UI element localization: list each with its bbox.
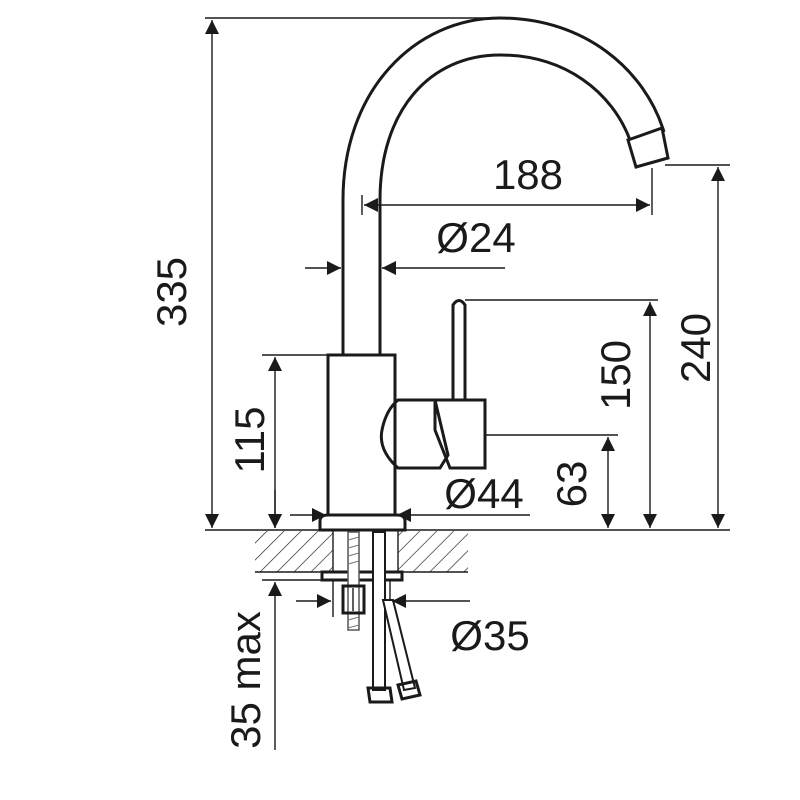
dim-mount-hole-diameter: Ø35 — [450, 612, 529, 659]
dim-base-diameter: Ø44 — [444, 470, 523, 517]
threaded-rod — [347, 531, 360, 631]
hose-1 — [372, 531, 386, 691]
mounting-hardware — [320, 531, 422, 704]
countertop-section — [255, 531, 468, 573]
dim-handle-axis-height: 63 — [548, 461, 595, 508]
base-flange — [318, 513, 407, 532]
hose-2 — [381, 599, 417, 692]
dim-total-height: 335 — [148, 257, 195, 327]
dim-body-height: 115 — [226, 407, 273, 474]
dim-spout-diameter: Ø24 — [436, 214, 515, 261]
nut — [341, 584, 366, 615]
dim-max-counter-thickness: 35 max — [222, 611, 269, 749]
spout-nozzle — [626, 126, 670, 169]
extension-lines — [205, 17, 730, 581]
dim-spout-height: 240 — [672, 313, 719, 383]
spout — [341, 16, 670, 355]
handle-block — [433, 398, 487, 470]
dim-handle-height: 150 — [592, 340, 639, 410]
dimension-lines — [205, 20, 725, 750]
handle-hub — [379, 398, 450, 470]
handle-lever — [451, 299, 467, 400]
dim-spout-reach: 188 — [493, 151, 563, 198]
